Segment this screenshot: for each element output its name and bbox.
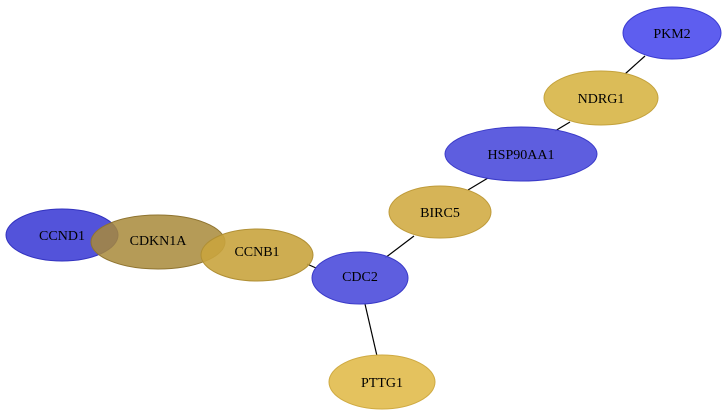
node-ndrg1[interactable]: NDRG1 — [543, 70, 659, 126]
edge-ndrg1-hsp90aa1 — [554, 121, 571, 132]
node-pkm2-shape — [622, 6, 722, 60]
node-ccnb1-label: CCNB1 — [234, 245, 279, 260]
node-hsp90aa1[interactable]: HSP90AA1 — [444, 126, 598, 182]
nodes-layer: PKM2 NDRG1 HSP90AA1 BIRC5 CCND1 CDKN1A C… — [5, 6, 722, 410]
node-cdkn1a[interactable]: CDKN1A — [90, 214, 226, 270]
node-hsp90aa1-label: HSP90AA1 — [488, 148, 555, 163]
node-cdc2[interactable]: CDC2 — [311, 251, 409, 305]
node-pkm2[interactable]: PKM2 — [622, 6, 722, 60]
node-ccnb1-shape — [200, 228, 314, 282]
edge-birc5-cdc2 — [384, 235, 415, 259]
node-pkm2-label: PKM2 — [653, 27, 690, 42]
node-pttg1-label: PTTG1 — [361, 376, 403, 391]
node-cdkn1a-label: CDKN1A — [130, 234, 188, 249]
edges-layer — [306, 55, 646, 357]
node-birc5-shape — [388, 185, 492, 239]
node-ccnd1-label: CCND1 — [39, 229, 85, 244]
node-ndrg1-label: NDRG1 — [578, 92, 625, 107]
node-birc5[interactable]: BIRC5 — [388, 185, 492, 239]
node-birc5-label: BIRC5 — [420, 206, 460, 221]
node-hsp90aa1-shape — [444, 126, 598, 182]
node-pttg1[interactable]: PTTG1 — [328, 354, 436, 410]
node-cdc2-shape — [311, 251, 409, 305]
node-ccnb1[interactable]: CCNB1 — [200, 228, 314, 282]
node-ndrg1-shape — [543, 70, 659, 126]
node-cdc2-label: CDC2 — [342, 270, 378, 285]
edge-hsp90aa1-birc5 — [467, 177, 489, 191]
node-pttg1-shape — [328, 354, 436, 410]
edge-cdc2-pttg1 — [364, 303, 378, 357]
edge-pkm2-ndrg1 — [624, 55, 646, 75]
